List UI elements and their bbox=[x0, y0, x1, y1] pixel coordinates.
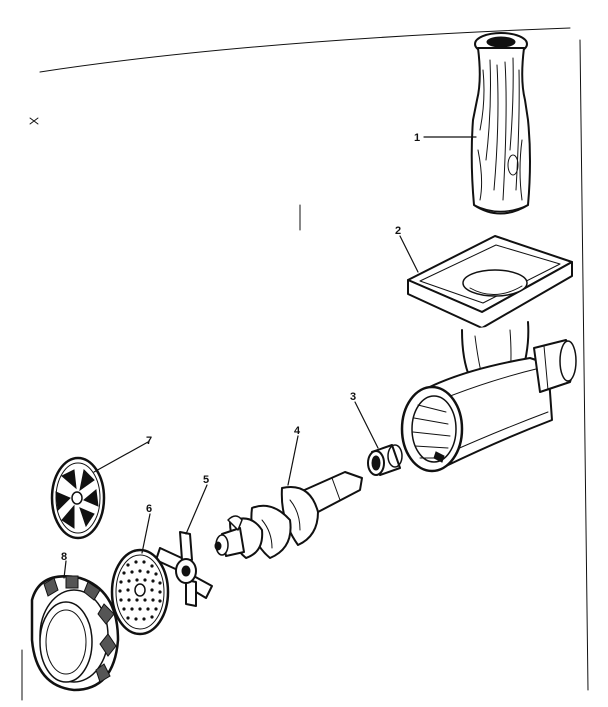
callout-label-4: 4 bbox=[294, 425, 301, 437]
bushing bbox=[367, 444, 403, 476]
callout-label-8: 8 bbox=[61, 551, 67, 563]
food-pusher bbox=[470, 32, 531, 215]
retaining-ring bbox=[30, 575, 120, 692]
auger bbox=[214, 471, 363, 559]
callout-label-6: 6 bbox=[146, 503, 152, 515]
grinding-plate-coarse bbox=[50, 456, 106, 540]
scan-border-lines bbox=[21, 27, 589, 701]
grinder-body bbox=[400, 235, 577, 473]
plate-holes bbox=[118, 560, 162, 621]
callout-leaders bbox=[63, 136, 477, 579]
callout-label-3: 3 bbox=[350, 391, 356, 403]
callout-label-1: 1 bbox=[414, 132, 420, 144]
callout-label-7: 7 bbox=[146, 435, 152, 447]
cross-knife bbox=[155, 531, 213, 607]
callout-label-2: 2 bbox=[395, 225, 401, 237]
callout-label-5: 5 bbox=[203, 474, 209, 486]
grinding-plate-fine bbox=[110, 548, 170, 636]
